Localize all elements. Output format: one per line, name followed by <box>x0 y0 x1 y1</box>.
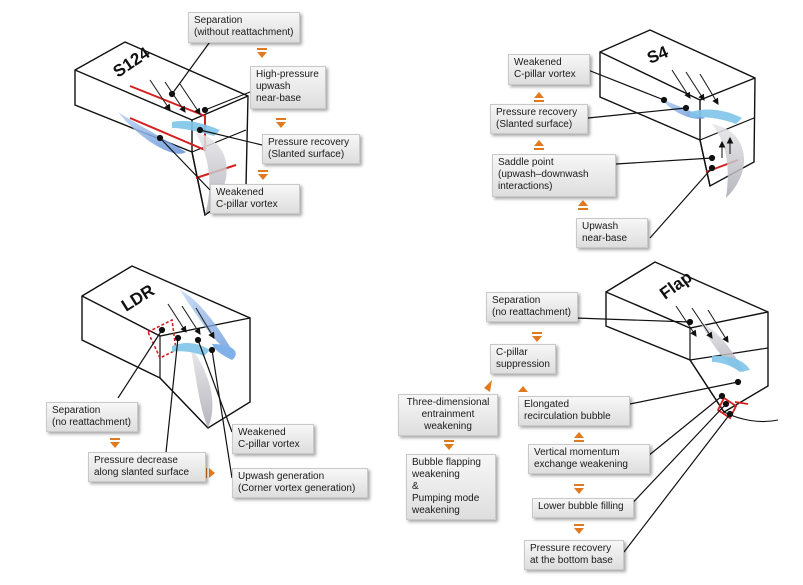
flow-arrows <box>110 48 588 534</box>
ldr-model <box>81 265 251 429</box>
flap-lower-bubble-label: Lower bubble filling <box>532 498 634 518</box>
flap-elongated-bubble-label: Elongated recirculation bubble <box>518 396 630 426</box>
ldr-pressure-label: Pressure decrease along slanted surface <box>88 452 206 482</box>
ldr-vortex-label: Weakened C-pillar vortex <box>232 424 314 454</box>
flap-entrainment-label: Three-dimensional entrainment weakening <box>398 394 498 436</box>
flap-separation-label: Separation (no reattachment) <box>486 292 578 322</box>
flap-bubble-flapping-label: Bubble flapping weakening & Pumping mode… <box>406 454 496 520</box>
s4-upwash-label: Upwash near-base <box>576 218 648 248</box>
s4-model <box>599 29 756 198</box>
flap-model <box>605 261 779 423</box>
s4-saddle-label: Saddle point (upwash–downwash interactio… <box>492 154 616 197</box>
flap-cpillar-label: C-pillar suppression <box>490 344 556 374</box>
flap-pressure-recovery-label: Pressure recovery at the bottom base <box>524 540 624 570</box>
ldr-upwash-label: Upwash generation (Corner vortex generat… <box>232 468 368 498</box>
s4-pressure-label: Pressure recovery (Slanted surface) <box>490 104 588 134</box>
ldr-separation-label: Separation (no reattachment) <box>46 402 138 432</box>
s124-upwash-label: High-pressure upwash near-base <box>250 66 326 109</box>
s124-separation-label: Separation (without reattachment) <box>188 12 300 43</box>
s124-vortex-label: Weakened C-pillar vortex <box>210 184 300 214</box>
s4-vortex-label: Weakened C-pillar vortex <box>508 54 590 85</box>
s124-pressure-label: Pressure recovery (Slanted surface) <box>262 134 360 164</box>
flap-vertical-momentum-label: Vertical momentum exchange weakening <box>528 444 650 474</box>
